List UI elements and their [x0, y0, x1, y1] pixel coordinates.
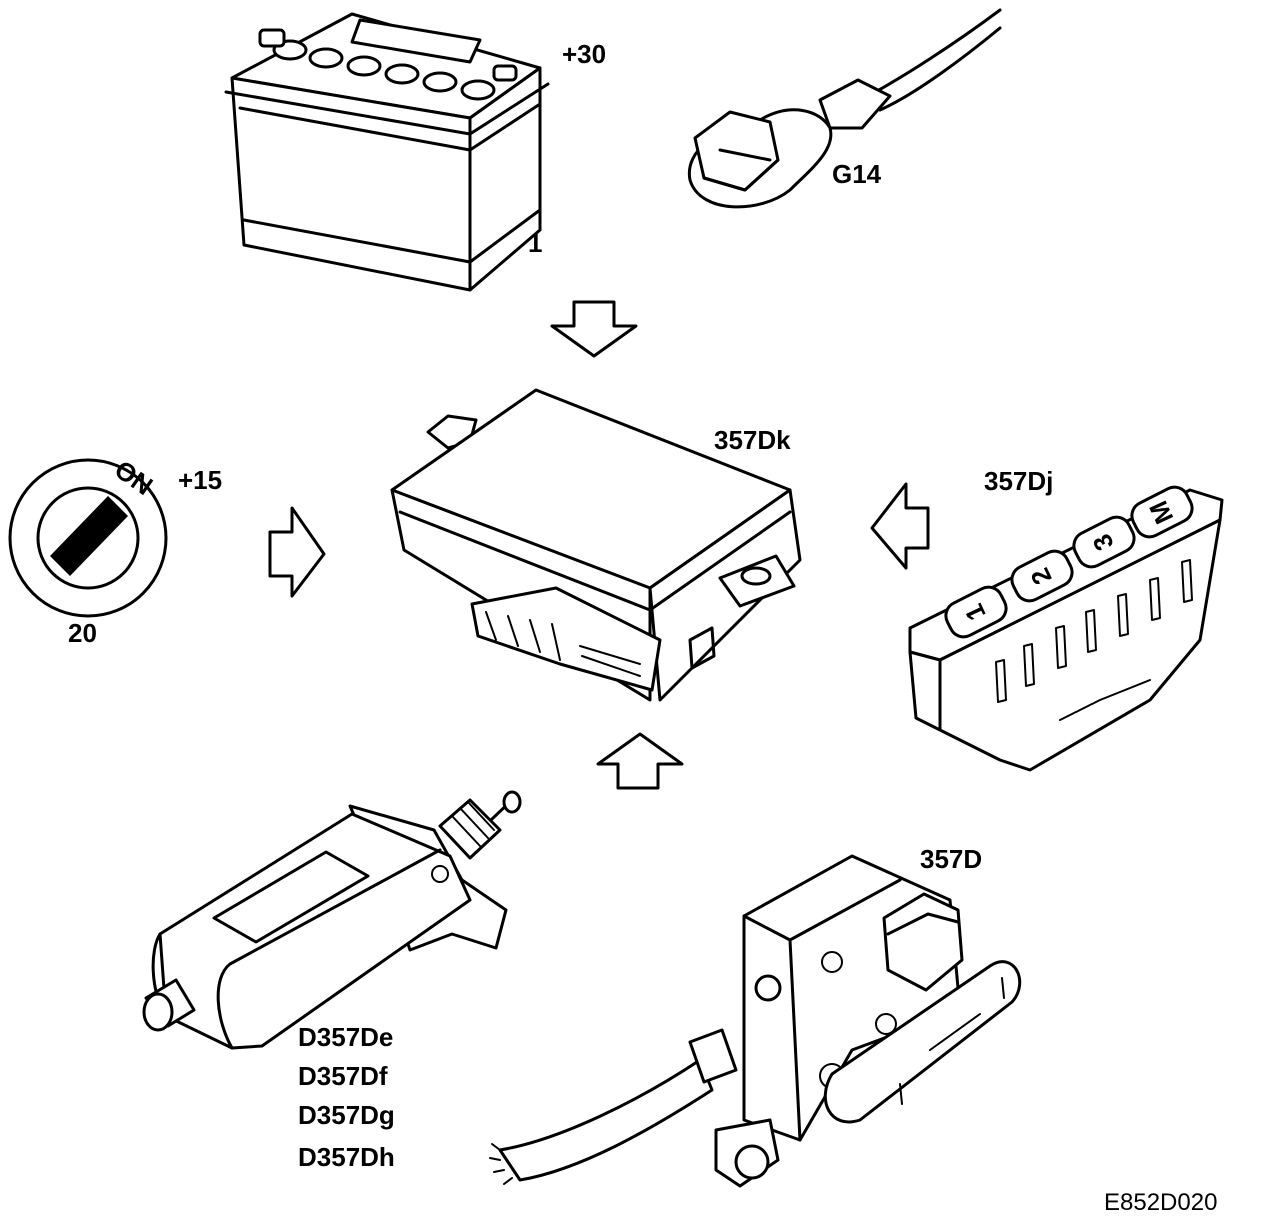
ignition-switch	[8, 458, 168, 618]
ground-terminal	[687, 8, 1002, 209]
motor-label-1: D357De	[298, 1022, 393, 1052]
arrow-up-icon	[596, 732, 684, 790]
control-module	[390, 388, 802, 702]
seat-switch-label: 357D	[920, 844, 982, 874]
arrow-down-icon	[550, 300, 638, 358]
seat-switch	[489, 854, 1022, 1188]
ignition-number-label: 20	[68, 618, 97, 648]
motor-label-3: D357Dg	[298, 1100, 395, 1130]
memory-switch-label: 357Dj	[984, 466, 1053, 496]
memory-switch: 1 2 3 M	[908, 485, 1224, 772]
battery	[224, 12, 550, 292]
battery-terminal-label: +30	[562, 39, 606, 69]
control-module-label: 357Dk	[714, 425, 791, 455]
arrow-right-icon	[268, 506, 326, 598]
motor-label-4: D357Dh	[298, 1142, 395, 1172]
arrow-left-icon	[870, 482, 930, 570]
figure-reference: E852D020	[1104, 1189, 1217, 1216]
seat-motor	[142, 790, 522, 1050]
ground-point-label: G14	[832, 159, 882, 189]
battery-number-label: 1	[528, 228, 542, 258]
ignition-terminal-label: +15	[178, 465, 222, 495]
motor-label-2: D357Df	[298, 1061, 388, 1091]
